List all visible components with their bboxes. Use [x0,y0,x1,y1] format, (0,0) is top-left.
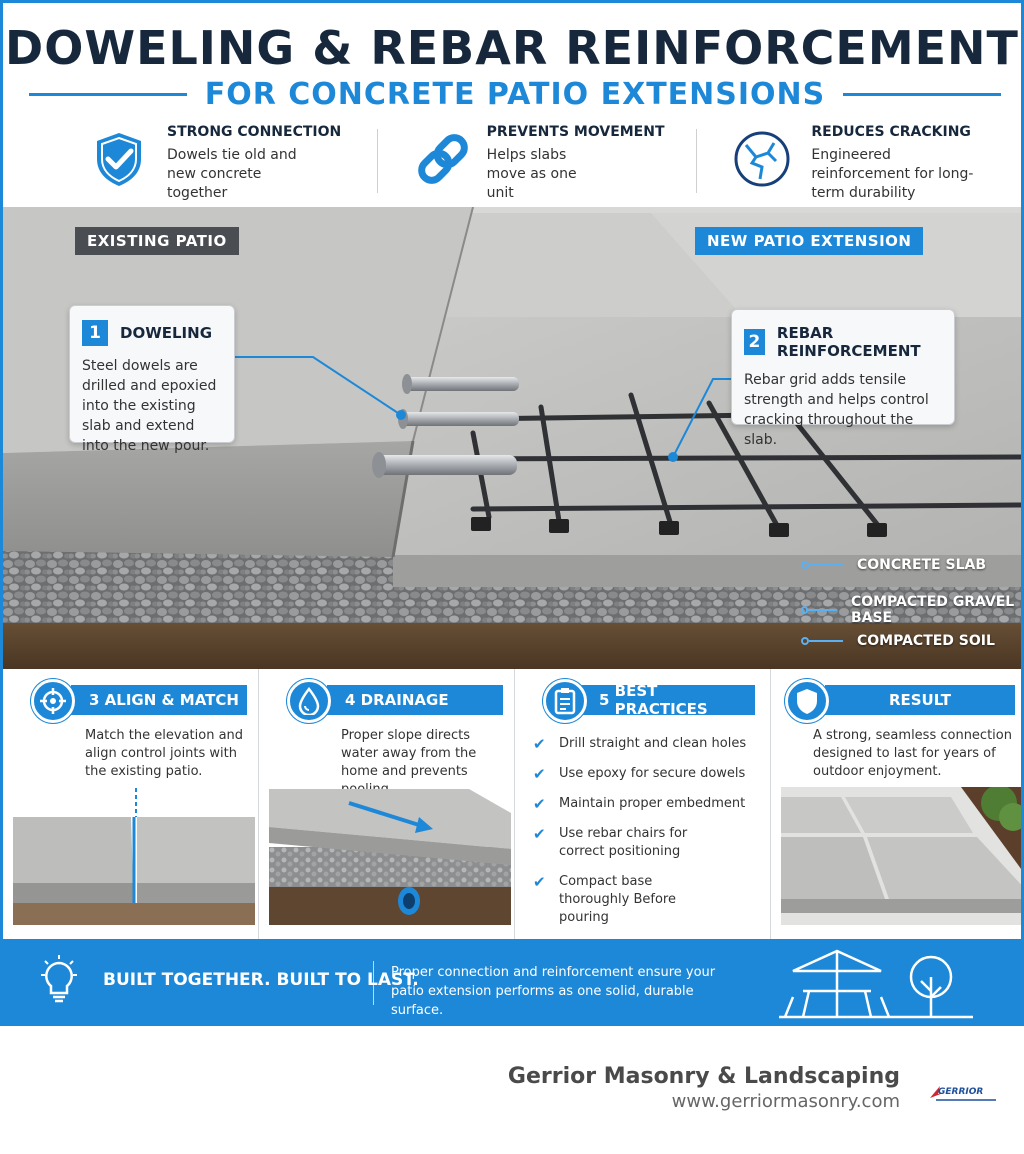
tip-title: DRAINAGE [360,691,449,709]
layer-marker [801,561,809,569]
feature-desc: Dowels tie old and new concrete together [167,146,297,201]
check-icon: ✔ [533,873,546,891]
tip-title: ALIGN & MATCH [104,691,239,709]
tip-align-match: 3 ALIGN & MATCH Match the elevation and … [3,669,259,939]
check-icon: ✔ [533,735,546,753]
callout-number: 2 [744,329,765,355]
layer-concrete-slab: CONCRETE SLAB [801,557,986,573]
tip-title: RESULT [888,691,952,709]
callout-rebar: 2 REBAR REINFORCEMENT Rebar grid adds te… [731,309,955,448]
crosshair-icon [31,679,75,723]
list-item: ✔Use epoxy for secure dowels [533,765,746,783]
new-patio-tag: NEW PATIO EXTENSION [695,227,924,255]
feature-title: STRONG CONNECTION [167,123,342,140]
layer-compacted-soil: COMPACTED SOIL [801,633,995,649]
tip-title: BEST PRACTICES [614,682,708,718]
banner-divider [373,961,374,1005]
shield-check-icon [97,133,141,186]
tip-drainage: 4 DRAINAGE Proper slope directs water aw… [259,669,515,939]
banner-text: Proper connection and reinforcement ensu… [391,965,716,1018]
tip-header: 5 BEST PRACTICES [581,682,755,718]
callout-doweling: 1 DOWELING Steel dowels are drilled and … [69,305,235,454]
company-url[interactable]: www.gerriormasonry.com [671,1091,900,1112]
clipboard-icon [543,679,587,723]
callout-title: REBAR REINFORCEMENT [776,324,921,360]
feature-desc: Helps slabs move as one unit [486,146,577,201]
chain-link-icon [417,134,468,184]
feature-title: REDUCES CRACKING [811,123,971,140]
page-subtitle: FOR CONCRETE PATIO EXTENSIONS [204,76,826,112]
shield-icon [785,679,829,723]
subtitle-row: FOR CONCRETE PATIO EXTENSIONS [29,76,1001,112]
tips-row: 3 ALIGN & MATCH Match the elevation and … [3,669,1021,939]
check-icon: ✔ [533,795,546,813]
tip-desc: A strong, seamless connection designed t… [813,728,1012,779]
tip-header: 4 DRAINAGE [327,685,503,715]
scene-illustration [3,207,1021,669]
list-item: ✔Maintain proper embedment [533,795,746,813]
check-icon: ✔ [533,765,546,783]
layer-gravel-base: COMPACTED GRAVEL BASE [801,594,1021,626]
callout-desc: Rebar grid adds tensile strength and hel… [744,372,929,448]
layer-marker [801,637,809,645]
finished-patio-illustration [781,787,1021,925]
infographic-frame: DOWELING & REBAR REINFORCEMENT FOR CONCR… [0,0,1024,1026]
feature-prevents-movement: PREVENTS MOVEMENT Helps slabs move as on… [376,123,697,203]
list-item: ✔Drill straight and clean holes [533,735,747,753]
subtitle-rule-left [29,92,187,96]
company-logo-icon [930,1086,996,1101]
bottom-banner: BUILT TOGETHER. BUILT TO LAST. Proper co… [3,939,1021,1023]
tip-header: RESULT [825,685,1015,715]
check-icon: ✔ [533,825,546,843]
company-name: Gerrior Masonry & Landscaping [507,1064,900,1089]
best-practices-list: ✔Drill straight and clean holes ✔Use epo… [533,735,746,939]
tip-result: RESULT A strong, seamless connection des… [771,669,1021,939]
layer-label: COMPACTED GRAVEL BASE [850,594,1015,626]
aligned-slabs-illustration [13,787,255,925]
lightbulb-icon [41,955,77,1003]
tip-best-practices: 5 BEST PRACTICES ✔Drill straight and cle… [515,669,771,939]
tip-header: 3 ALIGN & MATCH [71,685,247,715]
feature-strip: STRONG CONNECTION Dowels tie old and new… [3,123,1021,203]
callout-title: DOWELING [120,324,212,342]
company-logo-text: GERRIOR [938,1087,984,1097]
patio-umbrella-tree-icon [779,949,973,1019]
subtitle-rule-right [843,92,1001,96]
tip-number: 3 [89,691,100,709]
drainage-slope-illustration [269,789,511,925]
patio-cross-section: EXISTING PATIO NEW PATIO EXTENSION 1 DOW… [3,207,1021,669]
feature-strong-connection: STRONG CONNECTION Dowels tie old and new… [3,123,377,203]
callout-desc: Steel dowels are drilled and epoxied int… [82,358,217,454]
crack-circle-icon [734,131,790,187]
company-brand: Gerrior Masonry & Landscaping www.gerrio… [508,1064,900,1112]
layer-label: COMPACTED SOIL [857,633,995,649]
layer-label: CONCRETE SLAB [857,557,987,573]
banner-headline: BUILT TOGETHER. BUILT TO LAST. [103,970,419,990]
tip-number: 5 [599,691,610,709]
callout-number: 1 [82,320,108,346]
feature-reduces-cracking: REDUCES CRACKING Engineered reinforcemen… [696,123,1021,203]
tip-number: 4 [345,691,356,709]
list-item: ✔Compact base thoroughly Before pouring [533,873,676,925]
layer-marker [801,606,809,614]
page-title: DOWELING & REBAR REINFORCEMENT [5,21,1019,75]
tip-desc: Match the elevation and align control jo… [85,728,244,779]
feature-title: PREVENTS MOVEMENT [486,123,665,140]
existing-patio-tag: EXISTING PATIO [75,227,239,255]
list-item: ✔Use rebar chairs for correct positionin… [533,825,688,859]
water-drop-icon [287,679,331,723]
feature-desc: Engineered reinforcement for long-term d… [811,146,974,201]
